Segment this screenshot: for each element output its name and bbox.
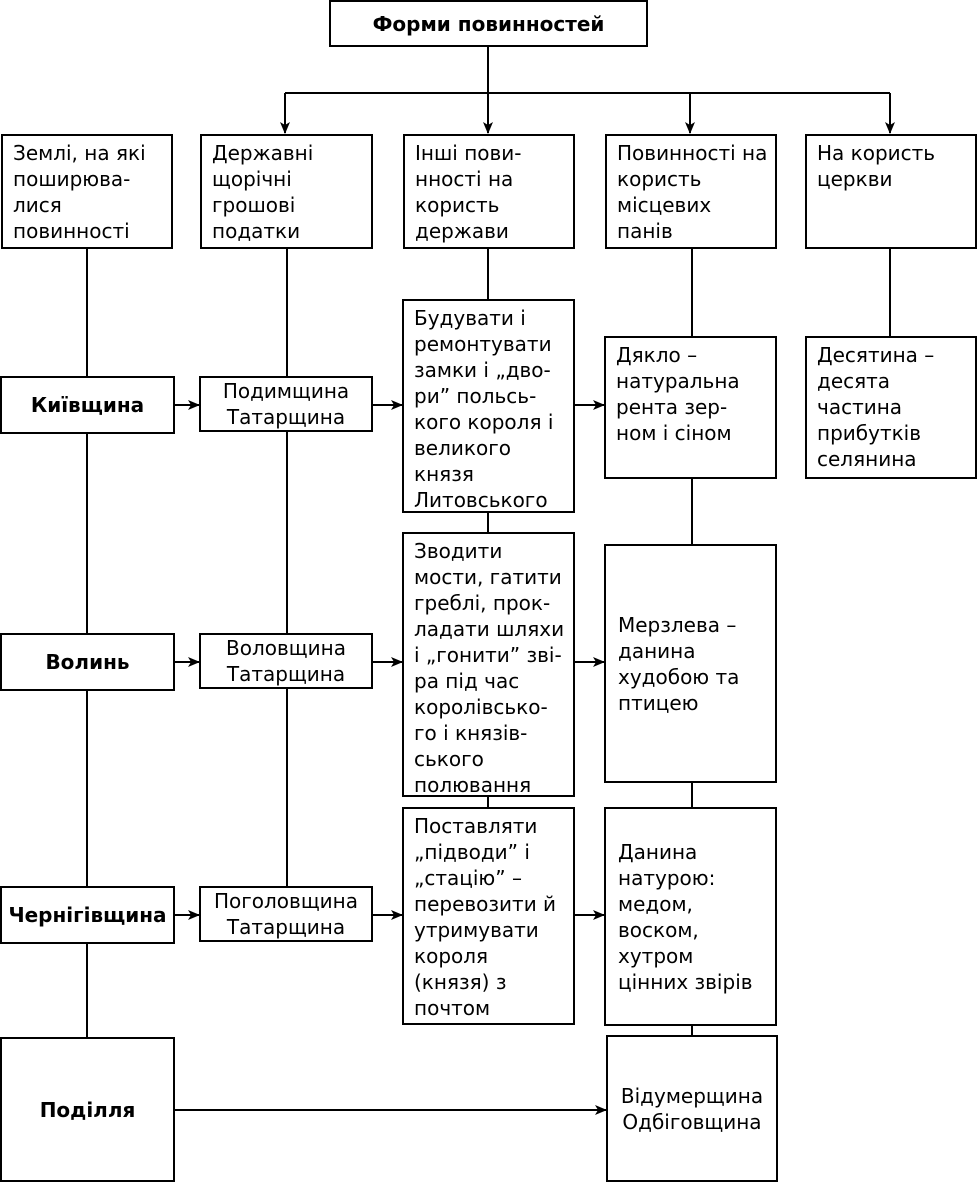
category-state-taxes: Державні щорічні грошові податки (200, 134, 373, 249)
land-volyn: Волинь (0, 633, 175, 691)
church-tithe: Десятина – десята частина прибутків селя… (805, 336, 977, 479)
land-podillia: Поділля (0, 1037, 175, 1182)
land-chernihiv: Чернігівщина (0, 886, 175, 944)
category-church: На користь церкви (805, 134, 977, 249)
tax-kyiv: Подимщина Татарщина (199, 376, 373, 432)
category-lands: Землі, на які поширюва- лися повинності (1, 134, 173, 249)
tax-volyn: Воловщина Татарщина (199, 633, 373, 689)
category-other-state: Інші пови- нності на користь держави (403, 134, 575, 249)
duty-castles: Будувати і ремонтувати замки і „дво- ри”… (402, 299, 575, 513)
land-kyiv: Київщина (0, 376, 175, 434)
diagram-title: Форми повинностей (329, 0, 648, 47)
duty-bridges: Зводити мости, гатити греблі, прок- лада… (402, 532, 575, 797)
lord-tribute: Данина натурою: медом, воском, хутром ці… (604, 807, 777, 1026)
duty-carts: Поставляти „підводи” і „стацію” – перево… (402, 807, 575, 1025)
lord-merzleva: Мерзлева – данина худобою та птицею (604, 544, 777, 783)
lord-vidumer: Відумерщина Одбіговщина (606, 1035, 778, 1182)
category-local-lords: Повинності на користь місцевих панів (605, 134, 777, 249)
tax-chernihiv: Поголовщина Татарщина (199, 886, 373, 942)
lord-dyaklo: Дякло – натуральна рента зер- ном і сіно… (604, 336, 777, 479)
